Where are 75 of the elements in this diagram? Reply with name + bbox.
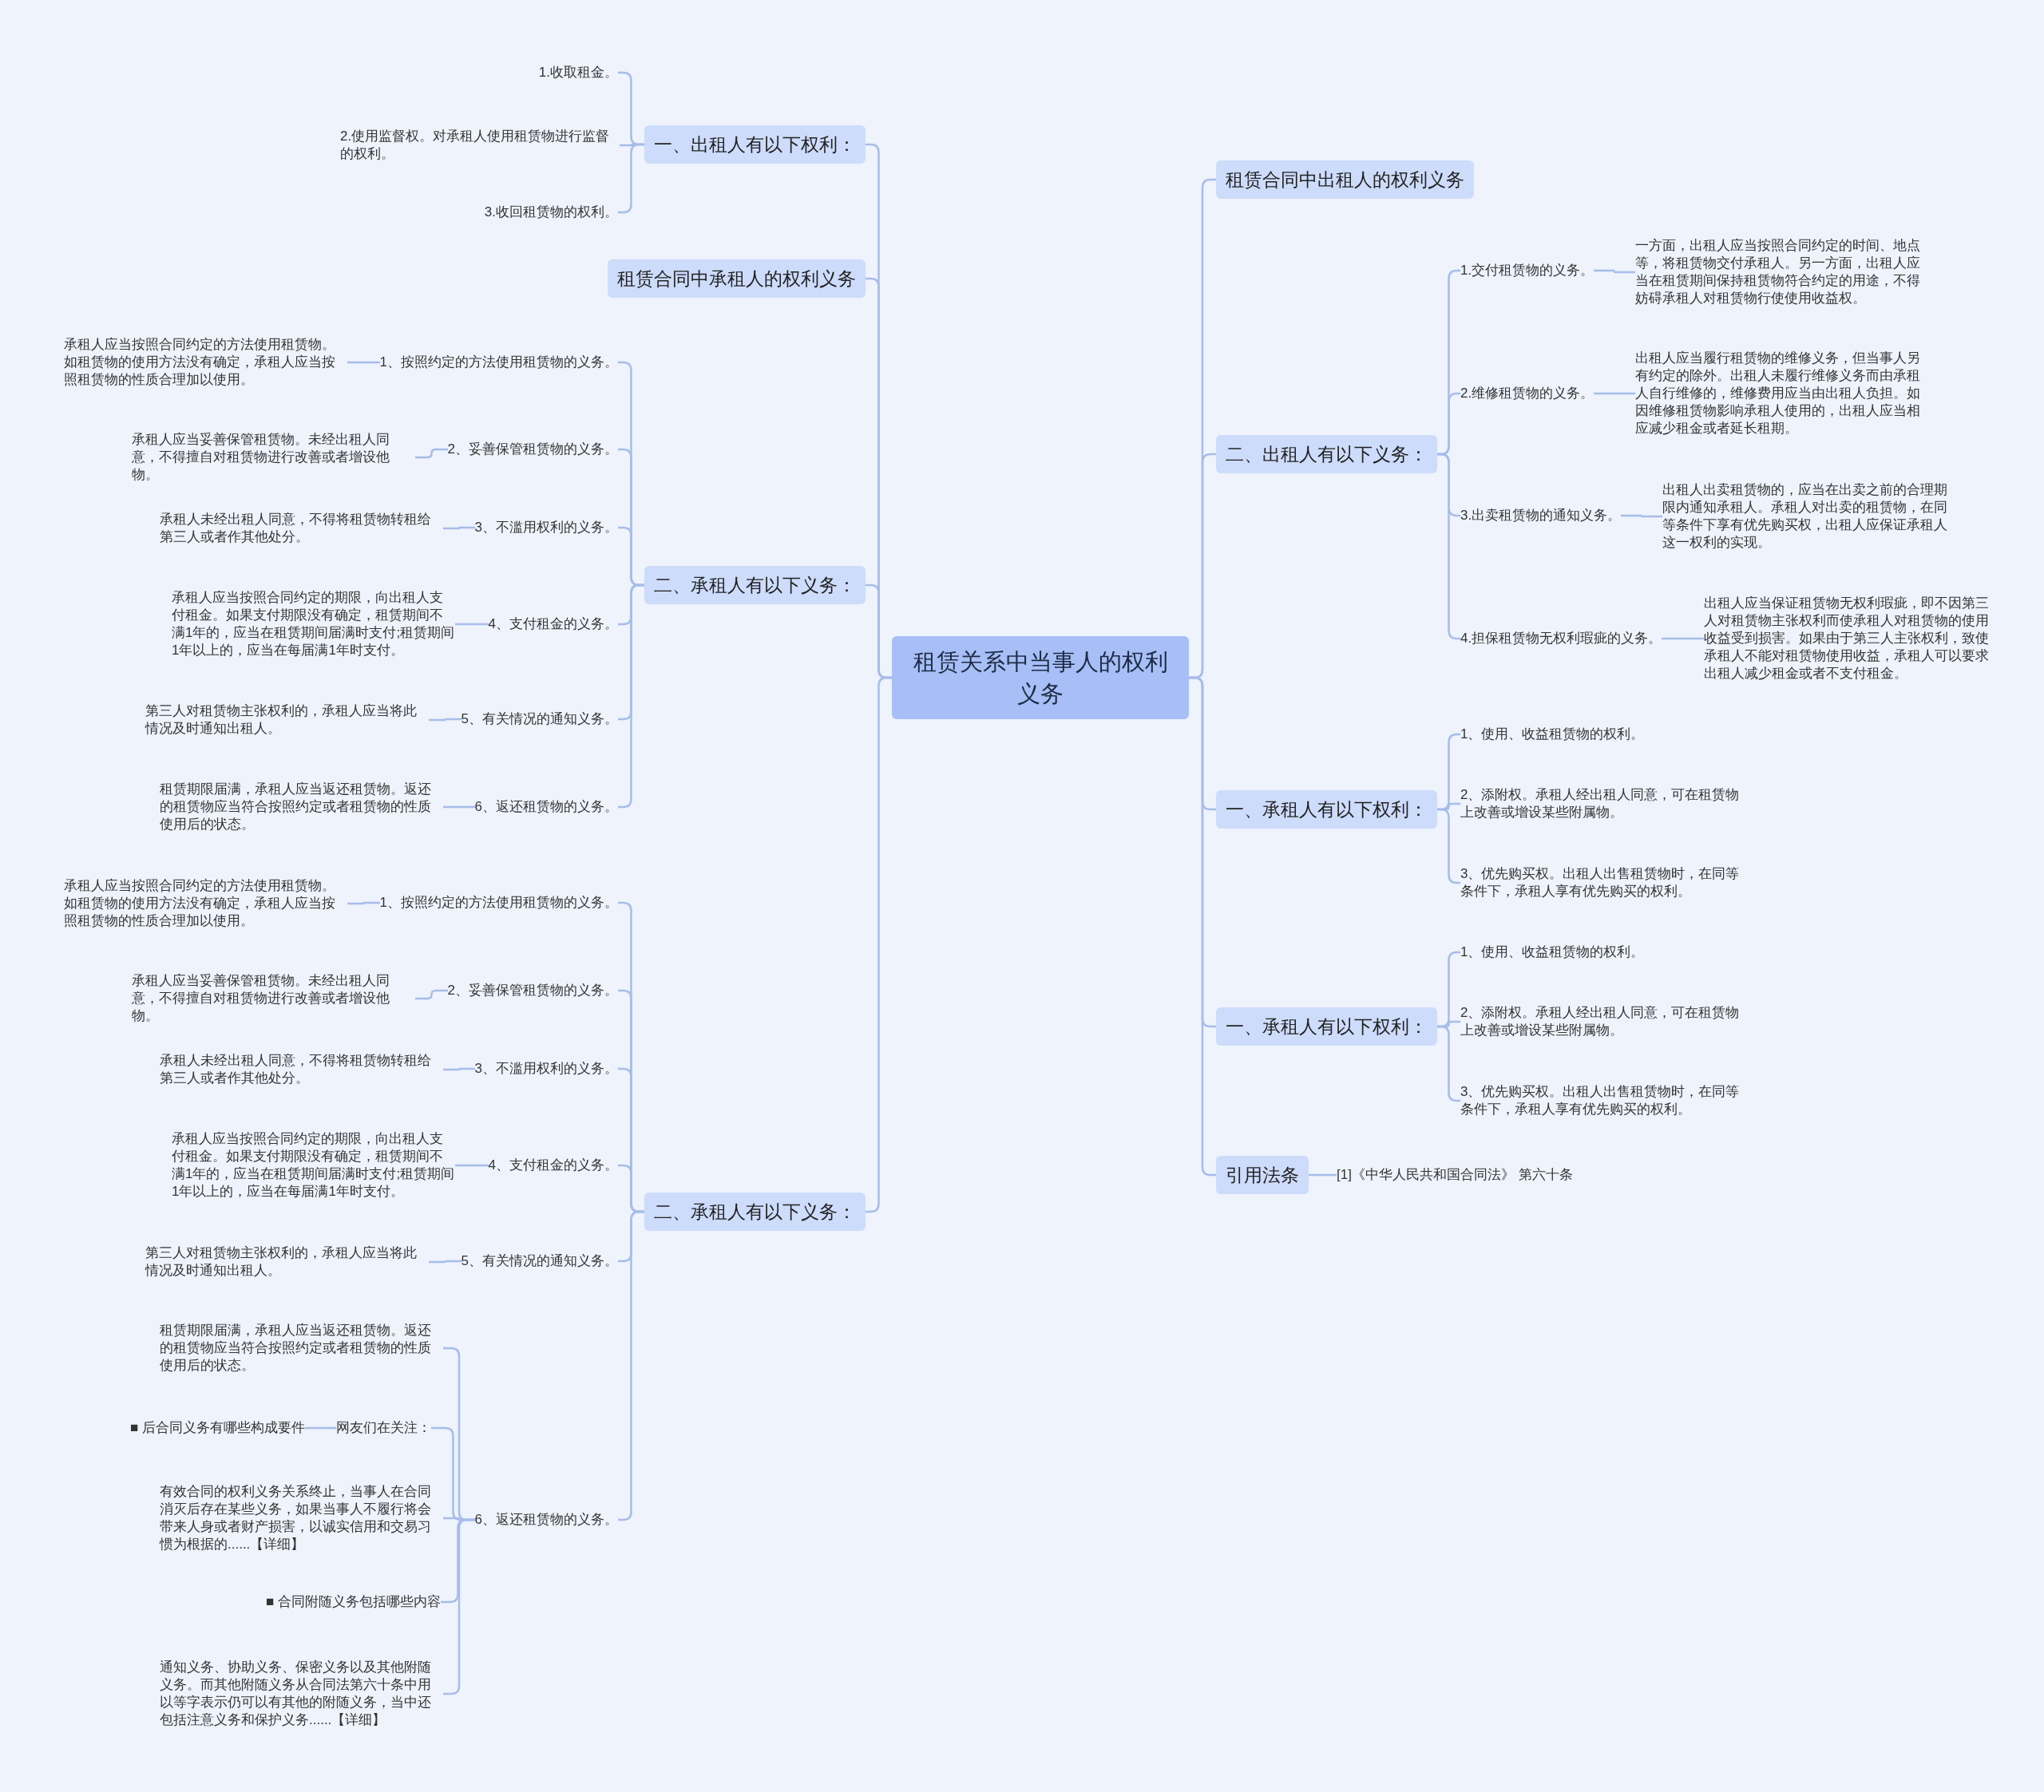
topic-text: 承租人应当按照合同约定的方法使用租赁物。如租赁物的使用方法没有确定，承租人应当按照租赁物的性质合理加以使用。 — [64, 877, 347, 930]
topic-text: 租赁期限届满，承租人应当返还租赁物。返还的租赁物应当符合按照约定或者租赁物的性质使用后的状态。 — [160, 781, 443, 833]
topic-text: ■ 后合同义务有哪些构成要件 — [130, 1419, 305, 1437]
topic-text: 第三人对租赁物主张权利的，承租人应当将此情况及时通知出租人。 — [145, 702, 429, 738]
topic-text: 2、添附权。承租人经出租人同意，可在租赁物上改善或增设某些附属物。 — [1460, 1004, 1744, 1039]
topic-box: 引用法条 — [1216, 1156, 1309, 1194]
connector-line — [305, 1426, 336, 1430]
topic-box: 一、出租人有以下权利： — [644, 125, 866, 164]
topic-text: 3、不滥用权利的义务。 — [474, 1060, 618, 1078]
connector-line — [1662, 637, 1704, 640]
topic-text: 2、妥善保管租赁物的义务。 — [447, 982, 618, 999]
topic-text: 承租人应当妥善保管租赁物。未经出租人同意，不得擅自对租赁物进行改善或者增设他物。 — [132, 972, 415, 1025]
topic-box: 一、承租人有以下权利： — [1216, 790, 1437, 829]
topic-text: 3、优先购买权。出租人出售租赁物时，在同等条件下，承租人享有优先购买的权利。 — [1460, 1083, 1744, 1118]
connector-line — [347, 901, 380, 905]
topic-text: ■ 合同附随义务包括哪些内容 — [266, 1593, 441, 1611]
topic-text: 出租人出卖租赁物的，应当在出卖之前的合理期限内通知承租人。承租人对出卖的租赁物，在同等条件下享有优先购买权，出租人应保证承租人这一权利的实现。 — [1662, 481, 1950, 552]
connector-line — [429, 1260, 461, 1264]
topic-text: 5、有关情况的通知义务。 — [461, 710, 618, 728]
topic-text: 1.收取租金。 — [538, 64, 618, 81]
topic-text: 5、有关情况的通知义务。 — [461, 1252, 618, 1270]
connector-line — [415, 989, 448, 1000]
topic-text: 承租人应当按照合同约定的期限，向出租人支付租金。如果支付期限没有确定，租赁期间不满1年的，应当在租赁期间届满时支付;租赁期间1年以上的，应当在每届满1年时支付。 — [172, 1130, 455, 1201]
topic-text: 2.维修租赁物的义务。 — [1460, 385, 1594, 402]
connector-line — [455, 623, 489, 626]
topic-text: 3、不滥用权利的义务。 — [474, 519, 618, 536]
topic-text: 3.出卖租赁物的通知义务。 — [1460, 507, 1622, 524]
topic-text: 承租人应当按照合同约定的方法使用租赁物。如租赁物的使用方法没有确定，承租人应当按照租赁物的性质合理加以使用。 — [64, 336, 347, 389]
topic-text: 出租人应当履行租赁物的维修义务，但当事人另有约定的除外。出租人未履行维修义务而由承租人自行维修的，维修费用应当由出租人负担。如因维修租赁物影响承租人使用的，出租人应当相应减少租金或者延长租期。 — [1635, 350, 1923, 437]
connector-line — [1594, 392, 1635, 395]
topic-text: 1.交付租赁物的义务。 — [1460, 262, 1594, 279]
topic-text: 网友们在关注： — [336, 1419, 431, 1437]
topic-box: 二、出租人有以下义务： — [1216, 435, 1437, 473]
topic-box: 二、承租人有以下义务： — [644, 1193, 866, 1231]
connector-line — [415, 448, 448, 459]
topic-text: 1、按照约定的方法使用租赁物的义务。 — [379, 894, 618, 912]
connector-line — [347, 361, 380, 364]
topic-text: 承租人应当妥善保管租赁物。未经出租人同意，不得擅自对租赁物进行改善或者增设他物。 — [132, 431, 415, 484]
topic-text: 3.收回租赁物的权利。 — [484, 204, 618, 221]
topic-text: 有效合同的权利义务关系终止，当事人在合同消灭后存在某些义务，如果当事人不履行将会带来人身或者财产损害，以诚实信用和交易习惯为根据的......【详细】 — [160, 1483, 443, 1553]
central-topic-box: 租赁关系中当事人的权利义务 — [892, 636, 1189, 719]
topic-text: 3、优先购买权。出租人出售租赁物时，在同等条件下，承租人享有优先购买的权利。 — [1460, 865, 1744, 900]
connector-line — [1594, 269, 1635, 274]
topic-text: 承租人未经出租人同意，不得将租赁物转租给第三人或者作其他处分。 — [160, 1052, 443, 1087]
topic-text: 2、妥善保管租赁物的义务。 — [447, 441, 618, 458]
connector-line — [1621, 514, 1662, 518]
connector-line — [1309, 1173, 1337, 1177]
topic-text: 6、返还租赁物的义务。 — [474, 1511, 618, 1529]
connector-line — [443, 526, 475, 530]
topic-box: 二、承租人有以下义务： — [644, 566, 866, 604]
connector-line — [443, 805, 475, 809]
topic-text: 租赁期限届满，承租人应当返还租赁物。返还的租赁物应当符合按照约定或者租赁物的性质使用后的状态。 — [160, 1322, 443, 1375]
topic-text: 第三人对租赁物主张权利的，承租人应当将此情况及时通知出租人。 — [145, 1244, 429, 1280]
topic-text: 通知义务、协助义务、保密义务以及其他附随义务。而其他附随义务从合同法第六十条中用以等字表示仍可以有其他的附随义务，当中还包括注意义务和保护义务......【详细】 — [160, 1659, 443, 1729]
topic-text: 1、使用、收益租赁物的权利。 — [1460, 943, 1645, 961]
connector-line — [429, 718, 461, 722]
topic-text: 2、添附权。承租人经出租人同意，可在租赁物上改善或增设某些附属物。 — [1460, 786, 1744, 821]
topic-text: 4.担保租赁物无权利瑕疵的义务。 — [1460, 630, 1662, 647]
topic-box: 一、承租人有以下权利： — [1216, 1007, 1437, 1046]
topic-text: 4、支付租金的义务。 — [488, 1157, 618, 1174]
topic-text: 出租人应当保证租赁物无权利瑕疵，即不因第三人对租赁物主张权利而使承租人对租赁物的使用收益受到损害。如果由于第三人主张权利，致使承租人不能对租赁物使用收益，承租人可以要求出租人减少租金或者不支付租金。 — [1704, 595, 1995, 682]
topic-box: 租赁合同中承租人的权利义务 — [608, 259, 866, 298]
topic-text: 一方面，出租人应当按照合同约定的时间、地点等，将租赁物交付承租人。另一方面，出租人应当在租赁期间保持租赁物符合约定的用途，不得妨碍承租人对租赁物行使使用收益权。 — [1635, 237, 1923, 307]
topic-text: 2.使用监督权。对承租人使用租赁物进行监督的权利。 — [340, 128, 620, 163]
connector-line — [618, 1210, 644, 1521]
connector-line — [455, 1164, 489, 1167]
topic-text: 承租人应当按照合同约定的期限，向出租人支付租金。如果支付期限没有确定，租赁期间不满1年的，应当在租赁期间届满时支付;租赁期间1年以上的，应当在每届满1年时支付。 — [172, 589, 455, 659]
topic-text: 1、使用、收益租赁物的权利。 — [1460, 726, 1645, 743]
topic-text: [1]《中华人民共和国合同法》 第六十条 — [1337, 1166, 1573, 1184]
topic-text: 承租人未经出租人同意，不得将租赁物转租给第三人或者作其他处分。 — [160, 511, 443, 546]
topic-text: 1、按照约定的方法使用租赁物的义务。 — [379, 354, 618, 371]
topic-text: 4、支付租金的义务。 — [488, 615, 618, 633]
connector-line — [443, 1067, 475, 1071]
topic-box: 租赁合同中出租人的权利义务 — [1216, 160, 1474, 199]
topic-text: 6、返还租赁物的义务。 — [474, 798, 618, 816]
